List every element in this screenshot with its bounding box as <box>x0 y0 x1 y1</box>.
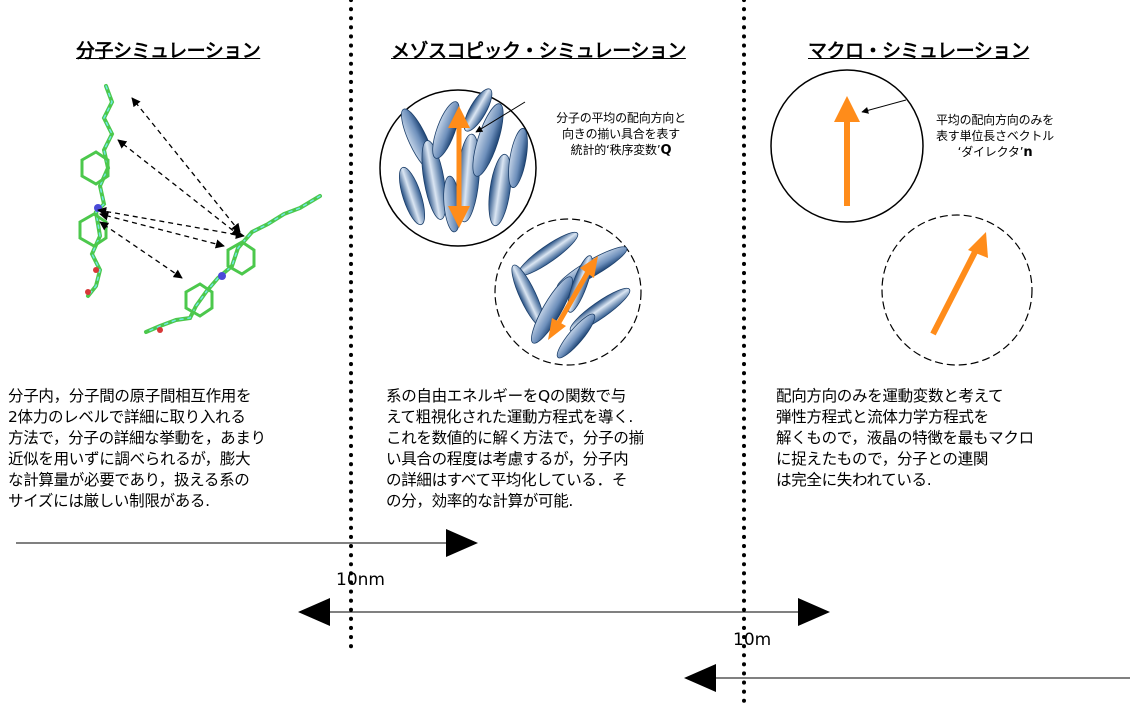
scale-arrow-molecular <box>16 529 478 557</box>
director-arrow-tilted <box>930 232 988 336</box>
description-mesoscopic: 系の自由エネルギーをQの関数で与 えて粗視化された運動方程式を導く. これを数値… <box>386 387 644 510</box>
annotation-leader-macro <box>861 99 907 114</box>
scale-arrow-macro <box>684 664 1130 692</box>
molecule-structure-1 <box>78 84 115 298</box>
order-parameter-symbol: Q <box>660 143 672 158</box>
director-arrow <box>834 96 860 206</box>
interaction-arrows <box>97 97 245 279</box>
description-molecular: 分子内，分子間の原子間相互作用を 2体力のレベルで詳細に取り入れる 方法で，分子… <box>8 387 266 510</box>
annotation-order-parameter: 分子の平均の配向方向と 向きの揃い具合を表す 統計的‘秩序変数’Q <box>506 94 736 159</box>
annotation-director-text: 平均の配向方向のみを 表す単位長さベクトル ‘ダイレクタ’ <box>935 113 1054 159</box>
scale-label-10nm: 10nm <box>336 570 385 590</box>
annotation-director: 平均の配向方向のみを 表す単位長さベクトル ‘ダイレクタ’n <box>905 96 1085 161</box>
scale-arrow-mesoscopic <box>298 598 830 626</box>
annotation-leader-mesoscopic <box>475 101 526 133</box>
mesoscopic-circle-dashed <box>494 218 642 366</box>
title-mesoscopic-simulation: メゾスコピック・シミュレーション <box>391 40 686 62</box>
molecule-structure-2 <box>144 194 322 334</box>
title-macro-simulation: マクロ・シミュレーション <box>808 40 1030 62</box>
order-parameter-arrow <box>448 106 470 228</box>
annotation-order-parameter-text: 分子の平均の配向方向と 向きの揃い具合を表す 統計的‘秩序変数’ <box>556 111 686 157</box>
director-symbol: n <box>1023 145 1033 160</box>
order-parameter-arrow-tilted <box>548 256 598 340</box>
title-molecular-simulation: 分子シミュレーション <box>76 40 261 62</box>
description-macro: 配向方向のみを運動変数と考えて 弾性方程式と流体力学方程式を 解くもので，液晶の… <box>776 387 1034 489</box>
